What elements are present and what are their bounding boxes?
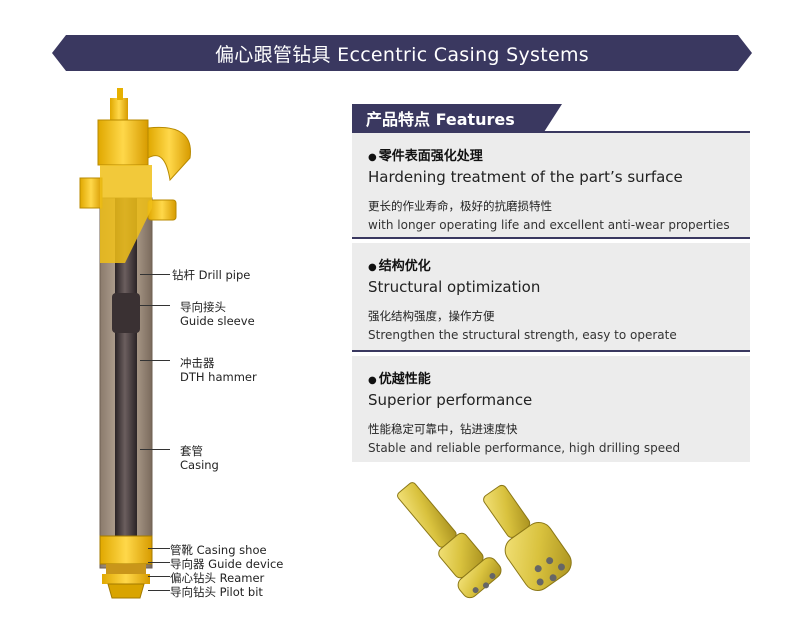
features-heading: 产品特点 Features xyxy=(366,110,515,129)
feature-title-text: 零件表面强化处理 xyxy=(378,149,483,164)
feature-title-text: 优越性能 xyxy=(378,372,431,387)
feature-item-hardening: ●零件表面强化处理 Hardening treatment of the par… xyxy=(352,133,750,237)
label-guide-sleeve: 导向接头 Guide sleeve xyxy=(180,300,255,328)
feature-title: ●优越性能 xyxy=(368,368,750,387)
label-guide-device-text: 导向器 Guide device xyxy=(170,557,284,571)
feature-title-text: 结构优化 xyxy=(378,259,431,274)
label-reamer-text: 偏心钻头 Reamer xyxy=(170,571,265,585)
callout-line-casing-shoe xyxy=(148,548,170,549)
features-heading-underline xyxy=(352,131,750,133)
callout-line-guide-sleeve xyxy=(140,305,170,306)
label-dth-hammer-en: DTH hammer xyxy=(180,370,257,384)
label-pilot-bit-text: 导向钻头 Pilot bit xyxy=(170,585,263,599)
feature-title-en: Superior performance xyxy=(368,391,533,409)
label-casing-en: Casing xyxy=(180,458,219,472)
label-casing-shoe-text: 管靴 Casing shoe xyxy=(170,543,267,557)
feature-desc-cn: 更长的作业寿命，极好的抗磨损特性 xyxy=(368,199,552,213)
label-guide-sleeve-en: Guide sleeve xyxy=(180,314,255,328)
callout-line-reamer xyxy=(148,576,170,577)
label-guide-device: 导向器 Guide device xyxy=(170,557,283,571)
feature-desc-cn: 性能稳定可靠中，钻进速度快 xyxy=(368,422,518,436)
bullet-icon: ● xyxy=(368,375,377,386)
bullet-icon: ● xyxy=(368,262,377,273)
label-dth-hammer: 冲击器 DTH hammer xyxy=(180,356,257,384)
feature-item-performance: ●优越性能 Superior performance 性能稳定可靠中，钻进速度快… xyxy=(352,356,750,462)
label-guide-sleeve-cn: 导向接头 xyxy=(180,300,226,314)
label-casing-cn: 套管 xyxy=(180,444,203,458)
feature-title-en: Hardening treatment of the part’s surfac… xyxy=(368,168,683,186)
drill-bits-photo xyxy=(395,470,575,620)
feature-separator xyxy=(352,350,750,352)
label-casing-shoe: 管靴 Casing shoe xyxy=(170,543,267,557)
label-pilot-bit: 导向钻头 Pilot bit xyxy=(170,585,263,599)
title-banner: 偏心跟管钻具 Eccentric Casing Systems xyxy=(52,35,752,71)
feature-separator xyxy=(352,237,750,239)
callout-line-drill-pipe xyxy=(140,274,170,275)
feature-title: ●零件表面强化处理 xyxy=(368,145,750,164)
features-heading-tab: 产品特点 Features xyxy=(352,104,562,132)
label-casing: 套管 Casing xyxy=(180,444,219,472)
feature-item-structural: ●结构优化 Structural optimization 强化结构强度，操作方… xyxy=(352,243,750,351)
callout-line-casing xyxy=(140,449,170,450)
callout-line-pilot-bit xyxy=(148,590,170,591)
callout-line-guide-device xyxy=(148,562,170,563)
feature-desc-cn: 强化结构强度，操作方便 xyxy=(368,309,495,323)
banner-title: 偏心跟管钻具 Eccentric Casing Systems xyxy=(215,43,589,66)
feature-desc-en: with longer operating life and excellent… xyxy=(368,218,730,232)
bullet-icon: ● xyxy=(368,152,377,163)
feature-title: ●结构优化 xyxy=(368,255,750,274)
callout-line-dth-hammer xyxy=(140,360,170,361)
feature-title-en: Structural optimization xyxy=(368,278,541,296)
label-drill-pipe: 钻杆 Drill pipe xyxy=(172,268,250,282)
feature-desc-en: Stable and reliable performance, high dr… xyxy=(368,441,681,455)
drill-bits-illustration xyxy=(397,482,572,599)
drill-assembly-illustration xyxy=(79,88,191,599)
label-reamer: 偏心钻头 Reamer xyxy=(170,571,264,585)
feature-desc-en: Strengthen the structural strength, easy… xyxy=(368,328,677,342)
label-dth-hammer-cn: 冲击器 xyxy=(180,356,215,370)
label-drill-pipe-text: 钻杆 Drill pipe xyxy=(172,268,251,282)
drill-assembly-diagram xyxy=(70,88,270,608)
